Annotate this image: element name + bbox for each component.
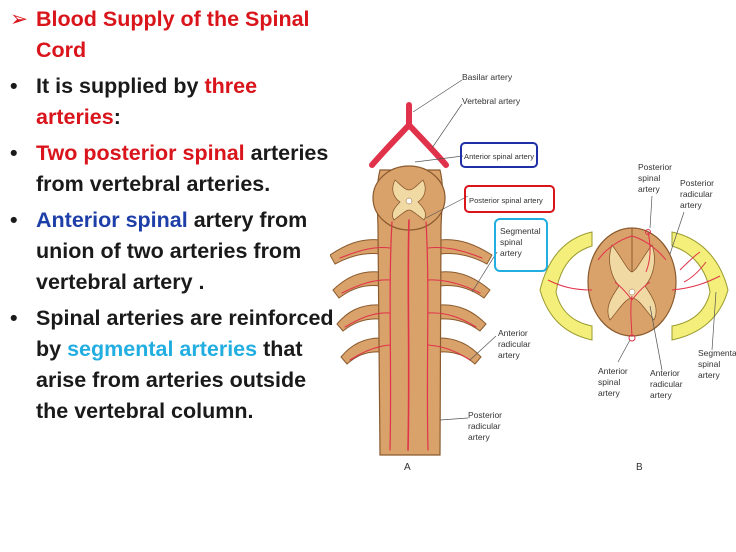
bullet-text-segment: that arise from arteries outside the ver…: [36, 337, 307, 423]
vertebral-artery-left-a: [369, 122, 412, 168]
bullet-text-segment: segmental arteries: [67, 337, 258, 361]
right-root-branches-b: [679, 251, 707, 283]
radicular-artery-right-1: [427, 246, 483, 259]
radicular-artery-left-3: [344, 312, 391, 328]
panel-b-figure: [539, 227, 729, 342]
diagram-labels: Basilar artery Vertebral artery Anterior…: [404, 72, 643, 473]
panel-a-figure: [330, 102, 493, 456]
nerve-sheath-left-b: [539, 231, 593, 341]
nerve-sheath-right-b: [671, 231, 729, 341]
radicular-artery-right-3: [427, 312, 477, 328]
arterial-vasocorona-b: [597, 235, 667, 261]
anterior-spinal-artery-b: [630, 295, 633, 337]
bullet-text-segment: It is supplied by: [36, 74, 205, 98]
nerve-root-right-3: [439, 304, 487, 332]
sulcal-branches-b: [614, 281, 651, 301]
nerve-root-right-1: [439, 239, 493, 265]
gray-matter-butterfly-b: [607, 244, 657, 321]
radicular-artery-right-b: [671, 275, 721, 291]
label-panel-b: B: [636, 462, 643, 473]
bullet-dot-icon: •: [10, 208, 18, 232]
slide-heading: ➢ Blood Supply of the Spinal Cord: [10, 4, 340, 66]
central-canal-a: [405, 197, 413, 205]
bullet-text-segment: :: [113, 105, 121, 129]
anterior-spinal-label-box: [460, 142, 538, 168]
bullet-item: • It is supplied by three arteries:: [10, 71, 340, 133]
panel-a-leader-lines: [412, 79, 498, 421]
bullet-text-segment: arteries from vertebral arteries.: [36, 141, 329, 196]
vertebral-artery-right-a: [406, 122, 449, 168]
bullet-item: • Spinal arteries are reinforced by segme…: [10, 303, 340, 427]
label-posterior-spinal-artery: Posterior spinal artery: [469, 196, 543, 205]
label-vertebral-artery: Vertebral artery: [462, 96, 521, 106]
anterior-spinal-artery-a: [407, 219, 410, 451]
panel-b-leader-lines: [617, 195, 717, 371]
label-basilar-artery: Basilar artery: [462, 72, 513, 82]
spinal-cord-blood-supply-diagram: Basilar artery Vertebral artery Anterior…: [330, 72, 736, 473]
radicular-artery-left-1: [339, 246, 391, 259]
bullet-text-segment: Anterior spinal: [36, 208, 188, 232]
bullet-text-segment: three arteries: [36, 74, 258, 129]
nerve-root-right-4: [439, 337, 482, 365]
label-anterior-spinal-artery: Anterior spinal artery: [464, 152, 534, 161]
bullet-dot-icon: •: [10, 141, 18, 165]
bullet-text-segment: Spinal arteries are reinforced by: [36, 306, 334, 361]
nerve-root-left-2: [332, 271, 381, 299]
bullet-item: • Two posterior spinal arteries from ver…: [10, 138, 340, 200]
segmental-spinal-label-box: [494, 218, 548, 272]
bullet-dot-icon: •: [10, 74, 18, 98]
posterior-spinal-artery-left-a: [389, 221, 393, 451]
posterior-spinal-artery-b: [645, 231, 651, 273]
bullet-list: ➢ Blood Supply of the Spinal Cord • It is s…: [10, 4, 340, 432]
label-panel-a: A: [404, 462, 411, 473]
bullet-text-segment: Two posterior spinal: [36, 141, 245, 165]
nerve-root-left-3: [336, 304, 381, 332]
radicular-artery-left-b: [547, 279, 593, 291]
central-canal-b: [628, 288, 636, 296]
radicular-artery-right-4: [427, 344, 471, 361]
nerve-root-left-1: [330, 239, 381, 265]
nerve-root-left-4: [340, 337, 381, 365]
bullet-text-segment: artery from union of two arteries from v…: [36, 208, 308, 294]
radicular-artery-right-2: [427, 279, 481, 294]
bullet-text-segment: Blood Supply of the Spinal Cord: [36, 7, 310, 62]
posterior-spinal-artery-right-a: [425, 221, 429, 451]
radicular-artery-left-2: [341, 279, 391, 294]
arrow-bullet-icon: ➢: [10, 7, 29, 31]
posterior-spinal-label-box: [464, 185, 555, 213]
bullet-item: • Anterior spinal artery from union of t…: [10, 205, 340, 298]
bullet-dot-icon: •: [10, 306, 18, 330]
radicular-artery-left-4: [349, 344, 391, 361]
